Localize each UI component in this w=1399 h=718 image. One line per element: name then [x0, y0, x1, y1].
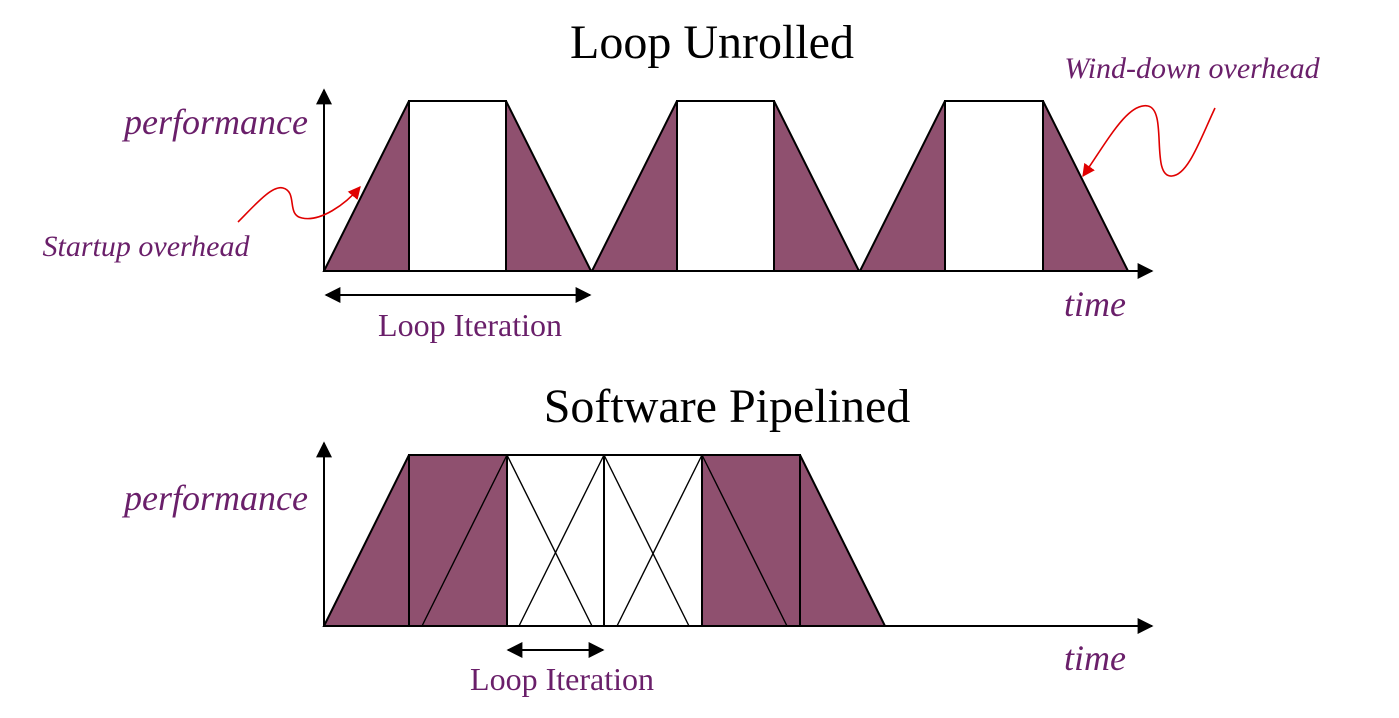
startup-overhead-label: Startup overhead [43, 230, 251, 263]
software-pipelined-panel: Software Pipelined performance time Loop… [121, 380, 1154, 697]
winddown-phase-1 [505, 100, 593, 272]
startup-phase-3 [858, 100, 946, 272]
top-x-axis-label: time [1064, 284, 1126, 324]
steady-phase-2 [676, 100, 775, 272]
pipeline-epilogue-1 [701, 454, 801, 627]
winddown-phase-3 [1042, 100, 1130, 272]
kernel-2-diagonal-b [616, 454, 703, 627]
kernel-1-diagonal-a [506, 454, 593, 627]
pipeline-kernel-1 [506, 454, 605, 627]
kernel-1-diagonal-b [518, 454, 605, 627]
top-y-axis-label: performance [121, 102, 308, 142]
pipeline-kernel-2 [603, 454, 703, 627]
winddown-callout-arrow [1082, 105, 1216, 178]
startup-callout-arrow [237, 186, 361, 223]
pipeline-overlap-line-1 [421, 454, 508, 627]
loop-unrolled-panel: Loop Unrolled performance time Loop Iter… [43, 16, 1321, 343]
startup-phase-1 [322, 100, 410, 272]
loop-unrolled-title: Loop Unrolled [570, 16, 854, 69]
pipeline-prologue-1 [322, 454, 410, 627]
kernel-2-diagonal-a [603, 454, 690, 627]
bottom-y-axis-label: performance [121, 478, 308, 518]
bottom-x-axis-label: time [1064, 638, 1126, 678]
software-pipelined-title: Software Pipelined [544, 380, 911, 433]
steady-phase-1 [408, 100, 507, 272]
pipeline-overlap-line-2 [701, 454, 788, 627]
winddown-overhead-label: Wind-down overhead [1064, 52, 1320, 85]
pipeline-epilogue-2 [799, 454, 887, 627]
top-iteration-label: Loop Iteration [378, 307, 562, 343]
pipeline-prologue-2 [408, 454, 508, 627]
startup-phase-2 [590, 100, 678, 272]
steady-phase-3 [944, 100, 1044, 272]
bottom-iteration-label: Loop Iteration [470, 661, 654, 697]
winddown-phase-2 [773, 100, 861, 272]
